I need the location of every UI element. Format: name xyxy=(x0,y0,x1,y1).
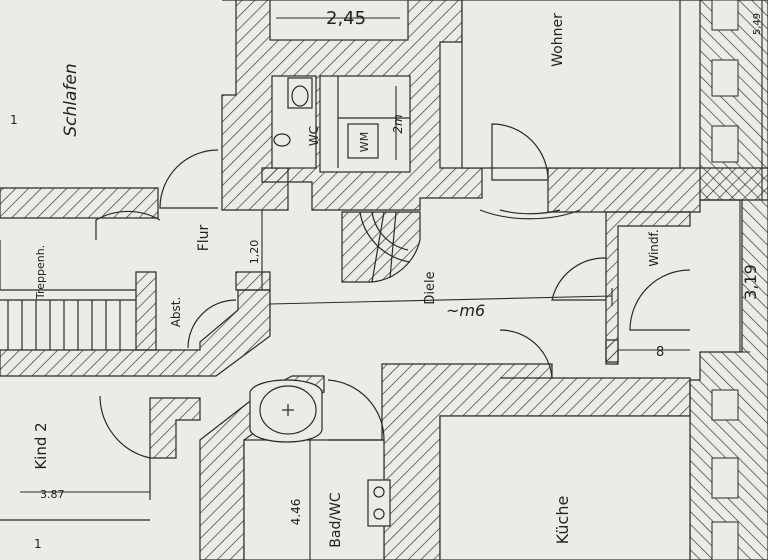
label-flur: Flur xyxy=(196,224,212,251)
label-abst: Abst. xyxy=(169,297,183,328)
dimension-labels: 2,45 1,20 2m ~m6 3.87 4.46 5,49 3,19 8 xyxy=(40,8,763,525)
wall-right-outer xyxy=(680,0,768,560)
dimension-lines xyxy=(20,0,763,560)
label-kind2: Kind 2 xyxy=(32,422,50,469)
door-wohnen xyxy=(491,123,549,181)
dim-8: 8 xyxy=(656,345,664,360)
dim-120: 1,20 xyxy=(248,240,261,265)
stair-treads xyxy=(0,289,136,350)
wall-abst xyxy=(135,271,157,351)
window-marks xyxy=(711,0,739,560)
wm-box xyxy=(347,123,379,159)
label-bad-wc: Bad/WC xyxy=(328,492,344,548)
label-windfang: Windf. xyxy=(647,229,661,266)
wall-diele-bottom xyxy=(605,339,619,365)
label-schlafen: Schlafen xyxy=(61,63,81,136)
label-wohnen: Wohner xyxy=(550,13,566,67)
label-wc: WC xyxy=(307,126,321,146)
margin-1-top: 1 xyxy=(10,113,18,127)
margin-1-bottom: 1 xyxy=(34,537,42,551)
door-abst xyxy=(187,299,237,349)
door-kueche xyxy=(499,329,553,379)
bad-room xyxy=(243,439,385,560)
dim-245: 2,45 xyxy=(326,8,366,29)
dim-446: 4.46 xyxy=(289,499,303,526)
door-windfang xyxy=(551,257,607,301)
margin-marks: 1 1 xyxy=(10,113,42,551)
wall-abst-r xyxy=(235,271,271,291)
door-schlafen xyxy=(159,149,219,209)
door-windf-right xyxy=(629,269,691,331)
kueche-room xyxy=(439,415,691,560)
wall-wc xyxy=(261,167,289,183)
room-lines xyxy=(0,0,691,560)
label-wm: WM xyxy=(358,132,371,152)
spiral-stair xyxy=(341,211,421,283)
dim-387: 3.87 xyxy=(40,488,65,501)
dim-549: 5,49 xyxy=(752,13,763,35)
door-diele-arc1 xyxy=(479,209,581,220)
fixtures xyxy=(273,77,391,527)
door-diele-arc2 xyxy=(499,209,561,215)
door-bad xyxy=(327,379,385,441)
label-treppenhaus: Treppenh. xyxy=(34,245,47,300)
bathtub xyxy=(249,379,323,443)
door-kind2 xyxy=(99,395,151,459)
dim-diele: ~m6 xyxy=(446,301,485,320)
wohnen-room xyxy=(461,0,681,169)
dim-319: 3,19 xyxy=(741,264,760,300)
label-kueche: Küche xyxy=(553,496,572,545)
wall-schlafen xyxy=(0,187,159,219)
box-245 xyxy=(269,0,409,41)
door-swings xyxy=(95,123,691,459)
room-labels: Schlafen Wohner Flur Treppenh. Abst. Die… xyxy=(32,13,661,548)
dim-2m: 2m xyxy=(391,114,405,133)
door-flur xyxy=(95,210,161,240)
label-diele: Diele xyxy=(423,271,438,304)
